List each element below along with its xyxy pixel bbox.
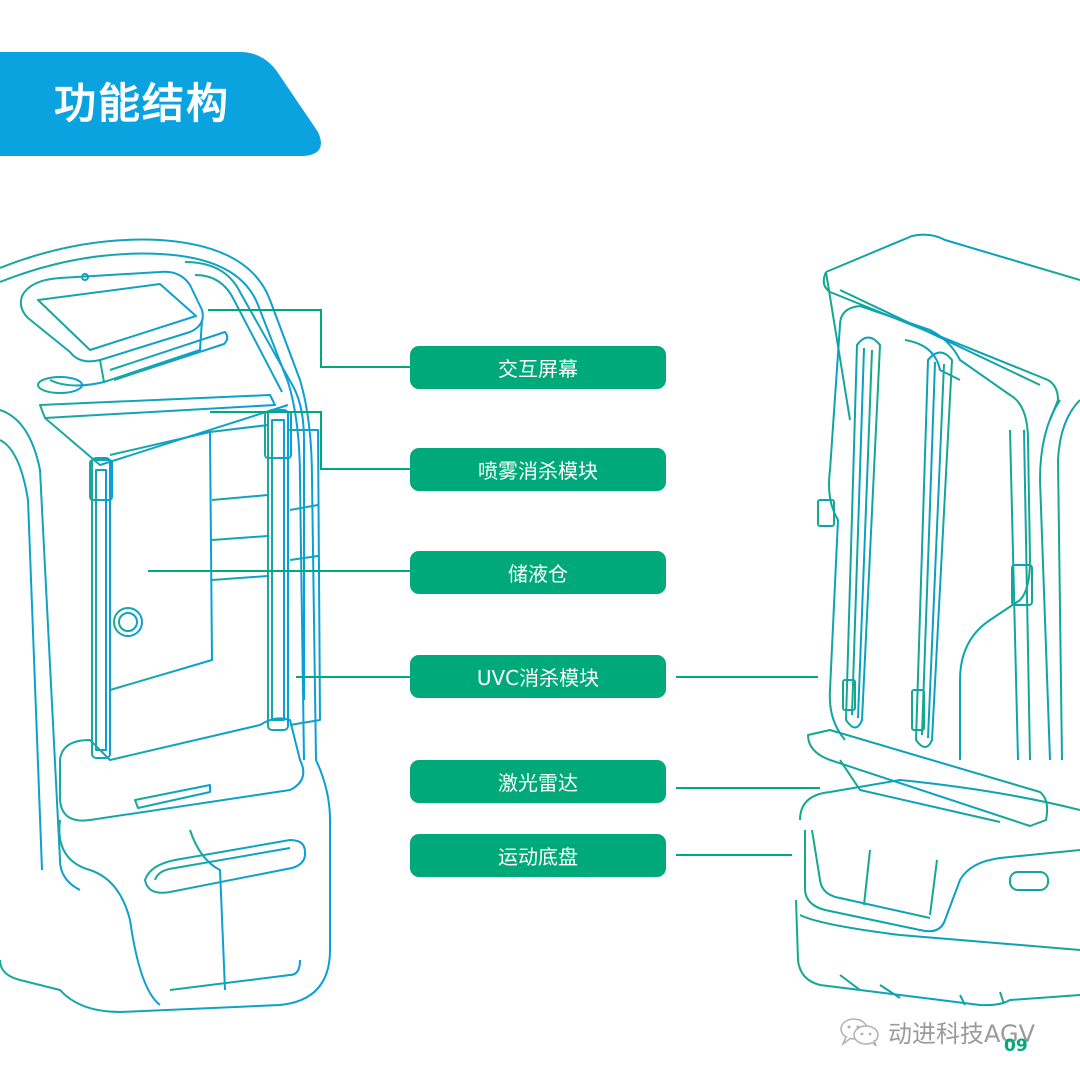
wechat-icon bbox=[840, 1017, 879, 1047]
robot-front-view bbox=[0, 238, 331, 1013]
page-title: 功能结构 bbox=[54, 79, 231, 128]
label-lidar: 激光雷达 bbox=[410, 760, 666, 803]
leader-line-spray bbox=[210, 411, 410, 470]
label-interactive-screen: 交互屏幕 bbox=[410, 346, 666, 389]
watermark-text: 动进科技AGV bbox=[888, 1020, 1036, 1048]
robot-back-view bbox=[795, 233, 1080, 1007]
label-liquid-tank: 储液仓 bbox=[410, 551, 666, 594]
header-tab-shape bbox=[0, 52, 321, 156]
leader-lines bbox=[148, 309, 820, 856]
label-uvc-module: UVC消杀模块 bbox=[410, 655, 666, 698]
label-chassis: 运动底盘 bbox=[410, 834, 666, 877]
watermark: 动进科技AGV bbox=[838, 1014, 1035, 1049]
section-header-tab bbox=[0, 52, 330, 156]
leader-line-screen bbox=[208, 309, 410, 368]
label-spray-module: 喷雾消杀模块 bbox=[410, 448, 666, 491]
page-number: 09 bbox=[1004, 1036, 1028, 1056]
